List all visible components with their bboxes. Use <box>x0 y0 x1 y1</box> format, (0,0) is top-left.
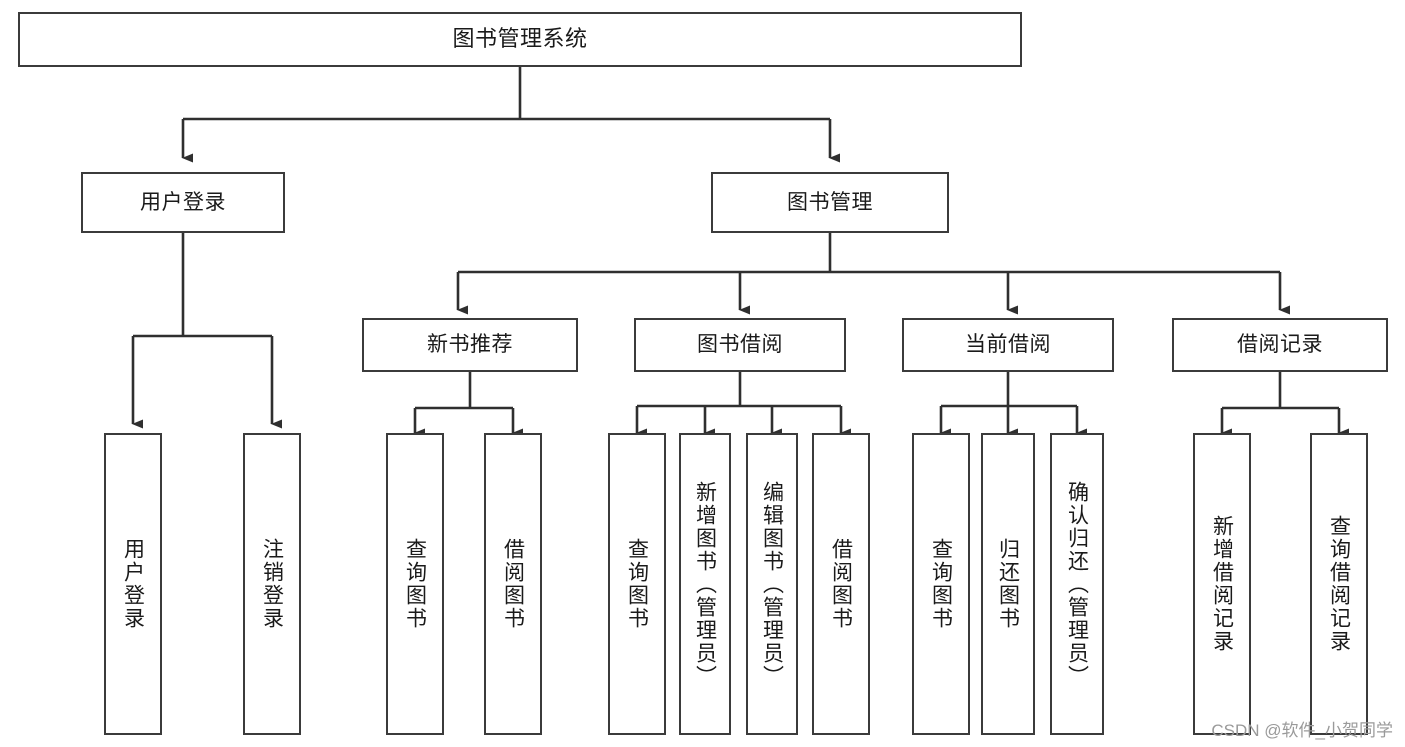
leaf-edit-book-admin-label: 编辑图书（管理员） <box>760 480 784 688</box>
leaf-user-login-label: 用户登录 <box>121 538 145 630</box>
node-root[interactable]: 图书管理系统 <box>18 12 1022 67</box>
node-borrow-records[interactable]: 借阅记录 <box>1172 318 1388 372</box>
leaf-confirm-return-admin[interactable]: 确认归还（管理员） <box>1050 433 1104 735</box>
node-book-borrow-label: 图书借阅 <box>697 333 783 357</box>
leaf-logout[interactable]: 注销登录 <box>243 433 301 735</box>
leaf-add-borrow-record-label: 新增借阅记录 <box>1210 515 1234 653</box>
leaf-query-book-current[interactable]: 查询图书 <box>912 433 970 735</box>
leaf-return-book-label: 归还图书 <box>996 538 1020 630</box>
node-book-management-label: 图书管理 <box>787 190 873 214</box>
leaf-add-book-admin-label: 新增图书（管理员） <box>693 480 717 688</box>
leaf-borrow-book-recommend-label: 借阅图书 <box>501 538 525 630</box>
node-new-book-recommend[interactable]: 新书推荐 <box>362 318 578 372</box>
node-current-borrow-label: 当前借阅 <box>965 333 1051 357</box>
node-current-borrow[interactable]: 当前借阅 <box>902 318 1114 372</box>
leaf-query-book-current-label: 查询图书 <box>929 538 953 630</box>
leaf-add-borrow-record[interactable]: 新增借阅记录 <box>1193 433 1251 735</box>
leaf-query-book-borrow[interactable]: 查询图书 <box>608 433 666 735</box>
leaf-logout-label: 注销登录 <box>260 538 284 630</box>
watermark: CSDN @软件_小贺同学 <box>1211 721 1393 740</box>
leaf-edit-book-admin[interactable]: 编辑图书（管理员） <box>746 433 798 735</box>
leaf-query-borrow-record-label: 查询借阅记录 <box>1327 515 1351 653</box>
node-new-book-recommend-label: 新书推荐 <box>427 333 513 357</box>
leaf-add-book-admin[interactable]: 新增图书（管理员） <box>679 433 731 735</box>
leaf-confirm-return-admin-label: 确认归还（管理员） <box>1065 480 1089 688</box>
leaf-query-borrow-record[interactable]: 查询借阅记录 <box>1310 433 1368 735</box>
leaf-borrow-book-recommend[interactable]: 借阅图书 <box>484 433 542 735</box>
leaf-query-book-recommend[interactable]: 查询图书 <box>386 433 444 735</box>
node-book-management[interactable]: 图书管理 <box>711 172 949 233</box>
node-root-label: 图书管理系统 <box>452 26 588 52</box>
node-borrow-records-label: 借阅记录 <box>1237 333 1323 357</box>
node-user-login[interactable]: 用户登录 <box>81 172 285 233</box>
leaf-borrow-book[interactable]: 借阅图书 <box>812 433 870 735</box>
leaf-user-login[interactable]: 用户登录 <box>104 433 162 735</box>
node-user-login-label: 用户登录 <box>140 190 226 214</box>
leaf-query-book-borrow-label: 查询图书 <box>625 538 649 630</box>
node-book-borrow[interactable]: 图书借阅 <box>634 318 846 372</box>
leaf-return-book[interactable]: 归还图书 <box>981 433 1035 735</box>
leaf-query-book-recommend-label: 查询图书 <box>403 538 427 630</box>
leaf-borrow-book-label: 借阅图书 <box>829 538 853 630</box>
